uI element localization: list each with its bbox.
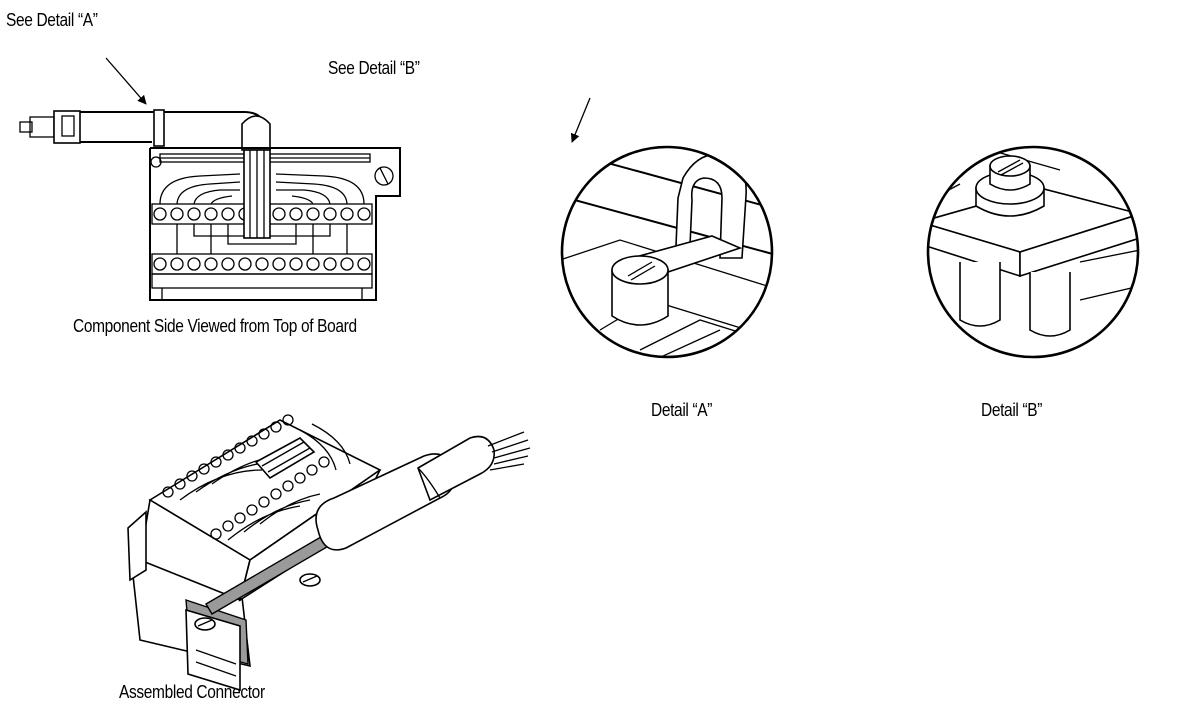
arrow-detail-a <box>105 57 147 105</box>
caption-component-side: Component Side Viewed from Top of Board <box>73 316 357 336</box>
caption-detail-a: Detail “A” <box>651 400 713 420</box>
component-side-board <box>19 109 401 301</box>
callout-see-detail-a: See Detail “A” <box>6 10 98 30</box>
assembled-connector-view <box>127 414 531 692</box>
arrow-detail-a-zoom <box>570 97 591 143</box>
detail-a-view <box>560 145 774 359</box>
callout-see-detail-b: See Detail “B” <box>328 58 420 78</box>
caption-detail-b: Detail “B” <box>981 400 1043 420</box>
detail-b-view <box>926 145 1140 359</box>
